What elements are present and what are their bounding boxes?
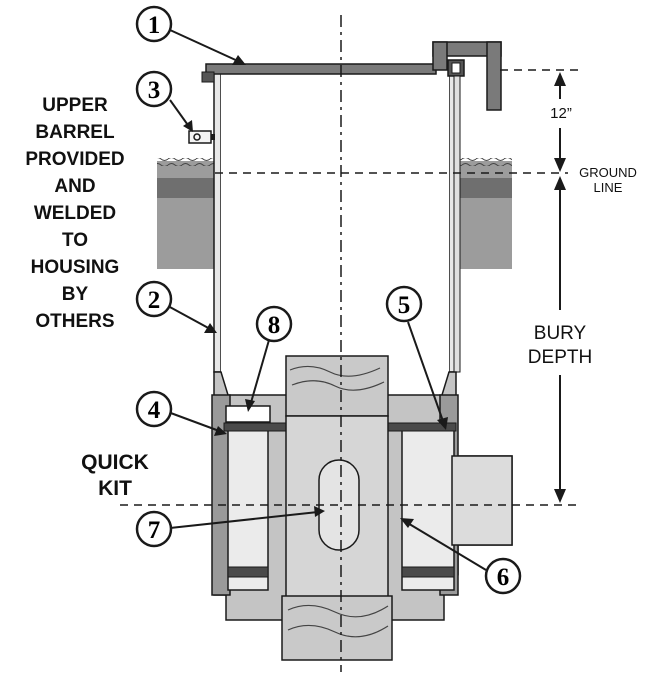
latch-fitting [188, 130, 215, 144]
leader-lines [167, 29, 487, 571]
callout-4-label: 4 [148, 397, 161, 424]
bury-depth-label-1: BURY [534, 323, 587, 344]
upper-note-line: HOUSING [30, 257, 120, 278]
callout-5-label: 5 [398, 292, 411, 319]
quick-kit-line: QUICK [81, 451, 149, 474]
upper-note-line: BY [61, 284, 89, 305]
upper-note-line: BARREL [35, 122, 115, 143]
upper-barrel [213, 71, 457, 373]
upper-note-line: WELDED [33, 203, 117, 224]
upper-note-line: AND [54, 176, 96, 197]
soil-right [458, 158, 512, 269]
upper-note-line: UPPER [42, 95, 108, 116]
callout-2-label: 2 [148, 287, 161, 314]
gate-body [281, 355, 393, 661]
ground-line-label-1: GROUND [579, 165, 637, 180]
callout-1: 1 [135, 5, 173, 43]
callout-1-label: 1 [148, 12, 161, 39]
ground-line-label-2: LINE [594, 180, 623, 195]
quick-kit-line: KIT [98, 477, 132, 500]
callout-4: 4 [135, 390, 173, 428]
callout-6: 6 [484, 557, 522, 595]
soil-left [157, 158, 217, 269]
quick-kit-label: QUICK KIT [60, 450, 170, 502]
dimension-arrows [554, 72, 566, 503]
upper-note-line: OTHERS [35, 311, 115, 332]
callout-3-label: 3 [148, 77, 161, 104]
height-above-ground-label: 12” [550, 105, 572, 122]
callout-5: 5 [385, 285, 423, 323]
callout-6-label: 6 [497, 564, 510, 591]
callout-7: 7 [135, 510, 173, 548]
upper-note-line: TO [61, 230, 89, 251]
upper-note-line: PROVIDED [25, 149, 125, 170]
callout-3: 3 [135, 70, 173, 108]
callout-2: 2 [135, 280, 173, 318]
callout-7-label: 7 [148, 517, 161, 544]
guide-lines [120, 69, 582, 506]
bury-depth-label-2: DEPTH [528, 347, 592, 368]
cover-plate [201, 41, 502, 373]
callout-8: 8 [255, 305, 293, 343]
callout-8-label: 8 [268, 312, 281, 339]
upper-barrel-note: UPPER BARREL PROVIDED AND WELDED TO HOUS… [0, 92, 150, 335]
